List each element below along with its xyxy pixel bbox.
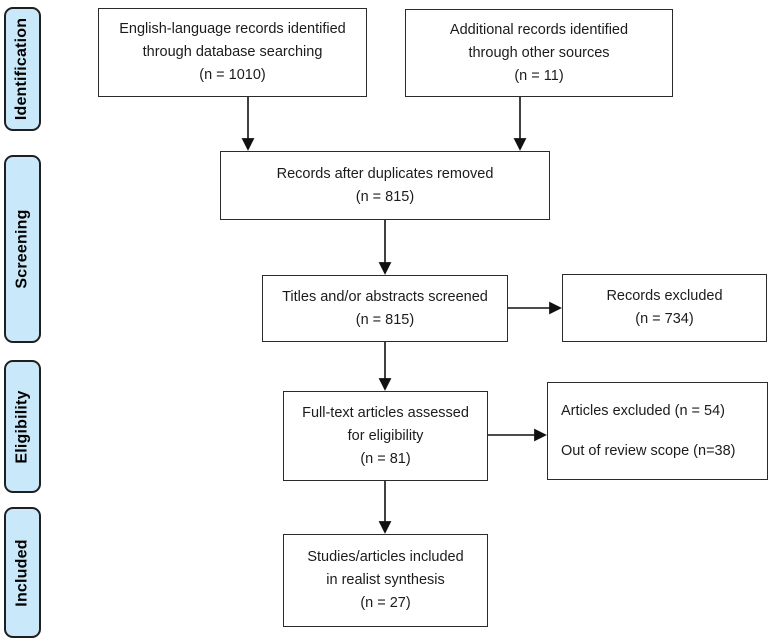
stage-screening: Screening [4, 155, 41, 343]
box-line: Full-text articles assessed [302, 404, 469, 421]
box-line: (n = 81) [360, 450, 411, 467]
box-line: (n = 815) [355, 311, 415, 328]
box-line: for eligibility [347, 427, 424, 444]
box-line: Records after duplicates removed [276, 165, 494, 182]
box-line: (n = 11) [514, 67, 564, 84]
stage-included-label: Included [13, 538, 31, 607]
box-included-realist-synthesis: Studies/articles included in realist syn… [283, 534, 488, 627]
box-line: Articles excluded (n = 54) [561, 402, 726, 419]
box-records-identified-other-sources: Additional records identified through ot… [405, 9, 673, 97]
box-line: Out of review scope (n=38) [561, 442, 736, 459]
box-records-identified-database: English-language records identified thro… [98, 8, 367, 97]
box-line: through other sources [468, 44, 610, 61]
box-line: (n = 1010) [199, 67, 266, 83]
box-articles-excluded: Articles excluded (n = 54) Out of review… [547, 382, 768, 480]
box-line: (n = 27) [360, 595, 411, 611]
stage-eligibility-label: Eligibility [13, 389, 31, 464]
box-fulltext-assessed: Full-text articles assessed for eligibil… [283, 391, 488, 481]
box-line: Studies/articles included [307, 549, 464, 565]
box-line: (n = 815) [355, 188, 415, 205]
stage-included: Included [4, 507, 41, 638]
stage-identification: Identification [4, 7, 41, 131]
box-line: through database searching [142, 44, 323, 60]
box-line: English-language records identified [119, 21, 346, 37]
stage-identification-label: Identification [13, 17, 31, 121]
box-line: (n = 734) [635, 311, 694, 327]
box-line: in realist synthesis [326, 572, 445, 588]
box-line: Additional records identified [449, 21, 629, 38]
box-duplicates-removed: Records after duplicates removed (n = 81… [220, 151, 550, 220]
box-line: Titles and/or abstracts screened [282, 288, 488, 305]
box-line: Records excluded [606, 288, 723, 304]
box-records-excluded: Records excluded (n = 734) [562, 274, 767, 342]
box-titles-abstracts-screened: Titles and/or abstracts screened (n = 81… [262, 275, 508, 342]
stage-eligibility: Eligibility [4, 360, 41, 493]
stage-screening-label: Screening [13, 209, 31, 289]
